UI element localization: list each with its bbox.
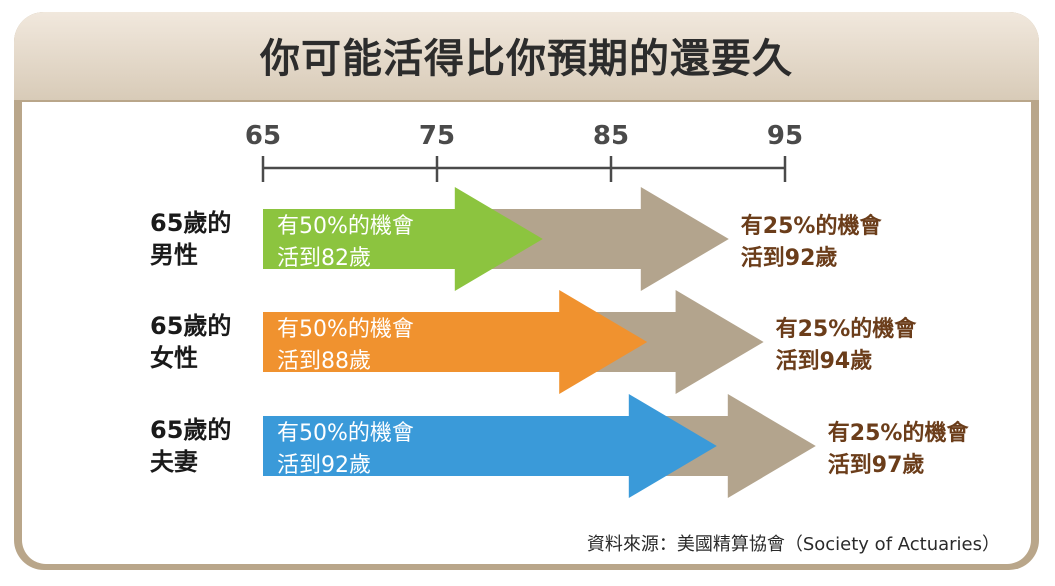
diagram-frame: 你可能活得比你預期的還要久 <box>14 12 1039 570</box>
source-note: 資料來源：美國精算協會（Society of Actuaries） <box>586 534 1000 555</box>
axis-tick-label: 95 <box>767 121 803 151</box>
axis-tick-label: 75 <box>419 121 455 151</box>
row-label-line1: 65歲的 <box>150 416 231 444</box>
p50-arrow <box>263 290 648 394</box>
p50-arrow <box>263 394 717 498</box>
title-bar: 你可能活得比你預期的還要久 <box>14 12 1039 100</box>
p50-label-line1: 有50%的機會 <box>277 214 414 239</box>
p25-label-line1: 有25%的機會 <box>828 420 970 446</box>
p25-label-line1: 有25%的機會 <box>776 316 918 342</box>
p50-label-line1: 有50%的機會 <box>277 317 414 342</box>
row-label-line2: 男性 <box>150 241 198 269</box>
p25-label-line2: 活到94歲 <box>776 349 873 374</box>
axis-tick-label: 65 <box>245 121 281 151</box>
p25-label-line2: 活到97歲 <box>828 453 925 478</box>
row-label-line2: 夫妻 <box>150 448 198 476</box>
p50-label-line2: 活到88歲 <box>277 349 371 374</box>
p25-label-line2: 活到92歲 <box>741 246 838 271</box>
p50-label-line1: 有50%的機會 <box>277 421 414 446</box>
diagram-title: 你可能活得比你預期的還要久 <box>260 36 793 82</box>
row-label-line2: 女性 <box>150 344 198 372</box>
row-label-line1: 65歲的 <box>150 209 231 237</box>
p50-label-line2: 活到92歲 <box>277 453 371 478</box>
axis-tick-label: 85 <box>593 121 629 151</box>
p50-label-line2: 活到82歲 <box>277 246 371 271</box>
p50-arrow <box>263 187 543 291</box>
row-label-line1: 65歲的 <box>150 312 231 340</box>
p25-label-line1: 有25%的機會 <box>741 213 883 239</box>
